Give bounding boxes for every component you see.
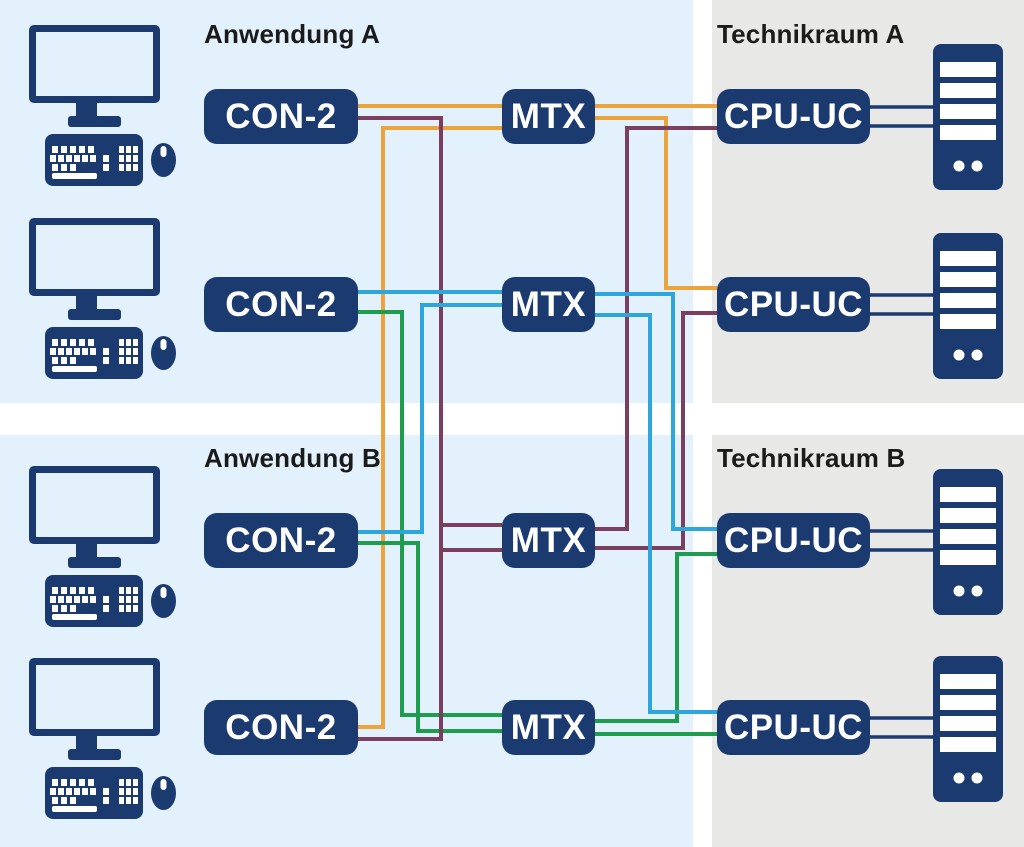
mtx-b1-box: MTX — [502, 513, 595, 568]
cable-mtx-b1-cpu-a1 — [595, 126, 717, 531]
con-a1-box: CON-2 — [204, 89, 358, 144]
server-a2-icon — [933, 233, 1003, 379]
anwendung-a-title: Anwendung A — [204, 19, 380, 49]
mtx-a2-box: MTX — [502, 277, 595, 332]
cable-mtx-a2-cpu-b1 — [595, 292, 717, 531]
con-a2-box: CON-2 — [204, 277, 358, 332]
cpu-a2-box: CPU-UC — [717, 277, 870, 332]
workstation-a2-icon — [29, 218, 176, 379]
server-a1-icon — [933, 44, 1003, 190]
cable-con-a1-mtx-b1 — [358, 116, 502, 552]
server-b1-icon — [933, 469, 1003, 615]
mtx-b2-box: MTX — [502, 700, 595, 755]
technikraum-a-title: Technikraum A — [717, 19, 905, 49]
cable-mtx-b1-con-b2 — [358, 523, 502, 741]
cable-mtx-b1-cpu-a2 — [595, 311, 717, 550]
cable-mtx-a1-cpu-a2 — [595, 116, 717, 290]
workstation-b2-icon — [29, 658, 176, 819]
cpu-b1-box: CPU-UC — [717, 513, 870, 568]
cable-con-b1-mtx-b2 — [358, 541, 502, 733]
workstation-a1-icon — [29, 25, 176, 186]
cable-mtx-a1-con-b2 — [358, 126, 502, 729]
server-b2-icon — [933, 656, 1003, 802]
con-b1-box: CON-2 — [204, 513, 358, 568]
mtx-a1-box: MTX — [502, 89, 595, 144]
cable-con-a2-mtx-b2 — [358, 310, 502, 717]
cable-mtx-a2-cpu-b2 — [595, 313, 717, 714]
cpu-b2-box: CPU-UC — [717, 700, 870, 755]
cpu-a1-box: CPU-UC — [717, 89, 870, 144]
anwendung-b-title: Anwendung B — [204, 443, 381, 473]
cable-mtx-b2-cpu-b1 — [595, 552, 717, 723]
workstation-b1-icon — [29, 466, 176, 627]
con-b2-box: CON-2 — [204, 700, 358, 755]
technikraum-b-title: Technikraum B — [717, 443, 906, 473]
cable-mtx-a2-con-b1 — [358, 303, 502, 534]
